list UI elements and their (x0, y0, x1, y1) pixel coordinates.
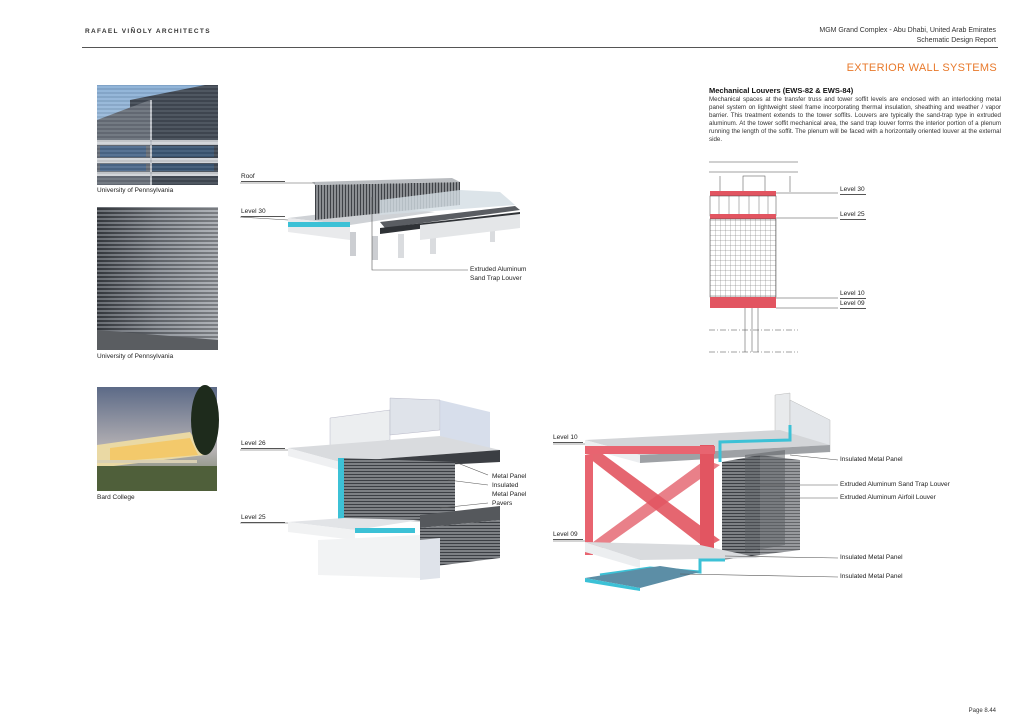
firm-name: RAFAEL VIÑOLY ARCHITECTS (85, 28, 211, 35)
elevation-level-09: Level 09 (840, 300, 866, 309)
photo-caption-1: University of Pennsylvania (97, 187, 174, 194)
label-level-26: Level 26 (241, 440, 285, 449)
callout-louver-line2: Sand Trap Louver (470, 275, 522, 282)
photo-caption-3: Bard College (97, 494, 135, 501)
label-level-10: Level 10 (553, 434, 583, 443)
header-rule (82, 47, 998, 48)
label-level-30: Level 30 (241, 208, 285, 217)
label-roof: Roof (241, 173, 285, 182)
label-level-25: Level 25 (241, 514, 285, 523)
callout-insulated-metal-panel-mid: Insulated Metal Panel (840, 554, 903, 561)
project-name: MGM Grand Complex - Abu Dhabi, United Ar… (819, 27, 996, 34)
elevation-level-10: Level 10 (840, 290, 866, 299)
callout-insulated-metal-panel: Metal Panel (492, 491, 527, 498)
photo-caption-2: University of Pennsylvania (97, 353, 174, 360)
elevation-level-25: Level 25 (840, 211, 866, 220)
intro-heading: Mechanical Louvers (EWS-82 & EWS-84) (709, 86, 854, 95)
callout-sand-trap-louver: Extruded Aluminum Sand Trap Louver (840, 481, 950, 488)
intro-body: Mechanical spaces at the transfer truss … (709, 96, 1001, 143)
callout-insulated-metal-panel-top: Insulated Metal Panel (840, 456, 903, 463)
callout-insulated-metal-panel-bottom: Insulated Metal Panel (840, 573, 903, 580)
callout-airfoil-louver: Extruded Aluminum Airfoil Louver (840, 494, 936, 501)
callout-insulated: Insulated (492, 482, 519, 489)
callout-metal-panel: Metal Panel (492, 473, 527, 480)
section-title: EXTERIOR WALL SYSTEMS (846, 62, 997, 74)
page-number: Page 8.44 (968, 708, 996, 714)
callout-pavers: Pavers (492, 500, 513, 507)
elevation-level-30: Level 30 (840, 186, 866, 195)
label-level-09: Level 09 (553, 531, 583, 540)
report-name: Schematic Design Report (916, 37, 996, 44)
callout-louver-line1: Extruded Aluminum (470, 266, 527, 273)
